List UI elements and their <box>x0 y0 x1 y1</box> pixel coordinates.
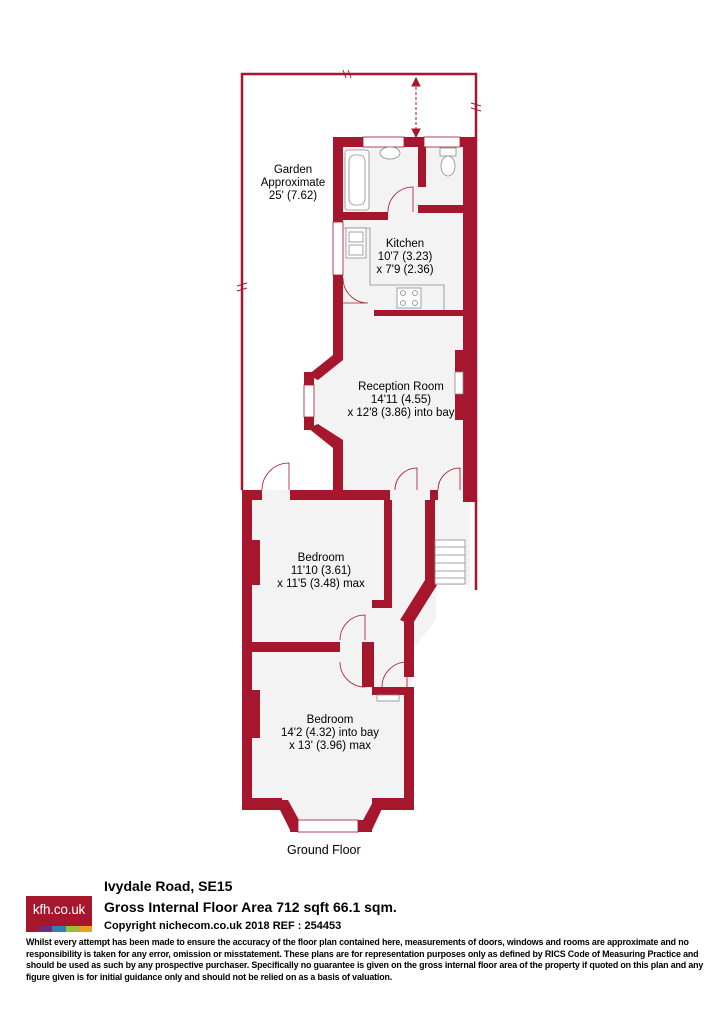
copyright: Copyright nichecom.co.uk 2018 REF : 2544… <box>104 920 342 932</box>
logo-bar-segment <box>26 926 40 932</box>
logo-bar-segment <box>52 926 66 932</box>
property-address: Ivydale Road, SE15 <box>104 878 233 894</box>
floor-area: Gross Internal Floor Area 712 sqft 66.1 … <box>104 899 397 915</box>
floor-plan <box>236 69 482 833</box>
kfh-logo: kfh.co.uk <box>26 896 92 930</box>
bedroom-1-dimension-1: 11'10 (3.61) <box>290 565 352 577</box>
reception-dimension-2: x 12'8 (3.86) into bay <box>347 407 455 419</box>
bedroom-1-dimension-2: x 11'5 (3.48) max <box>277 578 365 590</box>
garden-label: Garden Approximate 25' (7.62) <box>246 164 340 203</box>
bedroom-1-label: Bedroom 11'10 (3.61) x 11'5 (3.48) max <box>262 552 380 591</box>
bedroom-2-dimension-2: x 13' (3.96) max <box>288 740 372 752</box>
boundary-ticks <box>236 69 482 292</box>
reception-dimension-1: 14'11 (4.55) <box>370 394 432 406</box>
garden-boundary <box>240 72 478 590</box>
logo-bar-segment <box>78 926 93 932</box>
kitchen-dimension-2: x 7'9 (2.36) <box>376 264 434 276</box>
reception-name: Reception Room <box>358 381 444 393</box>
bedroom-2-label: Bedroom 14'2 (4.32) into bay x 13' (3.96… <box>264 714 396 753</box>
garden-line2: Approximate <box>260 177 326 189</box>
kitchen-name: Kitchen <box>385 238 425 250</box>
reception-label: Reception Room 14'11 (4.55) x 12'8 (3.86… <box>335 381 467 420</box>
bedroom-2-name: Bedroom <box>306 714 354 726</box>
disclaimer: Whilst every attempt has been made to en… <box>26 937 704 982</box>
floor-label: Ground Floor <box>287 843 361 857</box>
logo-color-bar <box>26 926 93 932</box>
logo-bar-segment <box>65 926 79 932</box>
garden-dimension-arrow <box>411 76 421 139</box>
bedroom-1-name: Bedroom <box>297 552 345 564</box>
kitchen-dimension-1: 10'7 (3.23) <box>377 251 433 263</box>
windows <box>297 136 461 833</box>
logo-bar-segment <box>39 926 53 932</box>
garden-name: Garden <box>273 164 313 176</box>
door-swings <box>261 186 461 688</box>
fixtures <box>343 146 466 702</box>
kitchen-label: Kitchen 10'7 (3.23) x 7'9 (2.36) <box>360 238 450 277</box>
garden-dimension: 25' (7.62) <box>268 190 318 202</box>
bedroom-2-dimension-1: 14'2 (4.32) into bay <box>280 727 380 739</box>
